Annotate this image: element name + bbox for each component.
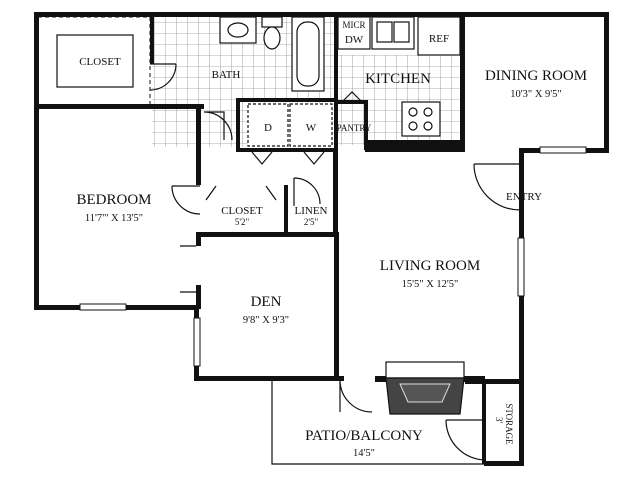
micro-label: MICR (342, 20, 365, 30)
door-patio (339, 379, 373, 413)
toilet-bowl (263, 26, 281, 50)
ref-label: REF (429, 33, 449, 45)
bedroom-window (79, 303, 127, 311)
door-closet-mid (205, 185, 277, 201)
living-name: LIVING ROOM (380, 258, 480, 274)
bedroom-size: 11'7"' X 13'5" (85, 213, 143, 224)
closet-top-boundary (37, 16, 151, 106)
room-labels: CLOSET BATH KITCHEN PANTRY DINING ROOM 1… (76, 56, 587, 459)
storage-name: STORAGE (504, 403, 514, 445)
door-entry (473, 163, 521, 211)
range (401, 101, 441, 137)
door-storage (445, 419, 487, 461)
dryer (247, 103, 289, 147)
linen-name: LINEN (295, 205, 328, 217)
dryer-label: D (264, 122, 272, 134)
pantry-door (341, 91, 363, 103)
den-window (193, 317, 201, 367)
kitchen-fixtures: MICR DW REF (337, 16, 461, 137)
refrigerator (417, 16, 461, 56)
living-window (517, 237, 525, 297)
door-laundry (251, 151, 325, 165)
living-size: 15'5" X 12'5" (402, 279, 459, 290)
washer-label: W (306, 122, 317, 134)
patio-name: PATIO/BALCONY (305, 428, 423, 444)
door-bath (203, 111, 233, 141)
laundry: D W (247, 103, 333, 147)
den-size: 9'8" X 9'3" (243, 315, 289, 326)
microwave-dw-box (337, 16, 371, 50)
fireplace (385, 361, 465, 415)
patio-size: 14'5" (353, 448, 375, 459)
bath-fixtures (219, 16, 325, 92)
kitchen-name: KITCHEN (365, 71, 431, 87)
windows (79, 146, 587, 367)
dining-window (539, 146, 587, 154)
pantry-label: PANTRY (337, 123, 372, 133)
closet-top-name: CLOSET (79, 56, 121, 68)
door-linen (293, 177, 321, 206)
entry-label: ENTRY (506, 191, 542, 203)
den-name: DEN (251, 294, 282, 310)
door-den (180, 245, 196, 293)
dw-label: DW (345, 34, 364, 46)
closet-mid-name: CLOSET (221, 205, 263, 217)
storage-size: 3' (494, 417, 504, 424)
dining-size: 10'3" X 9'5" (510, 89, 561, 100)
dining-name: DINING ROOM (485, 68, 587, 84)
patio-outline (271, 380, 484, 465)
bedroom-name: BEDROOM (76, 192, 151, 208)
washer (289, 103, 333, 147)
door-bedroom (171, 185, 201, 215)
door-closet-top (149, 63, 177, 91)
bath-name: BATH (212, 69, 241, 81)
toilet-tank (261, 16, 283, 28)
closet-mid-size: 5'2" (235, 217, 250, 227)
door-swings (149, 63, 521, 461)
linen-size: 2'5" (304, 217, 319, 227)
